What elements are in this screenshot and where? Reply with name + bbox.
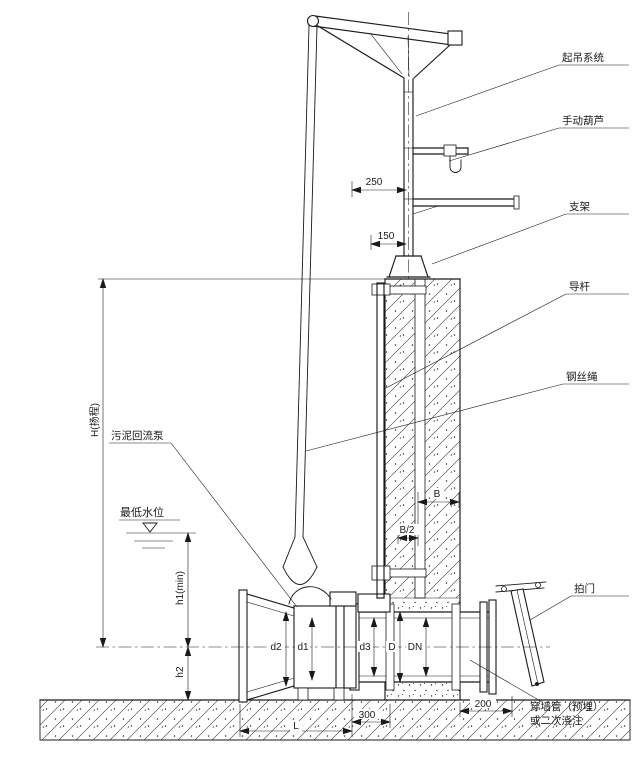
guide-bracket-top <box>371 283 391 296</box>
dim-d3-text: d3 <box>359 642 371 653</box>
dim-D-text: D <box>388 642 395 653</box>
secondary-pour-upper <box>385 598 460 612</box>
dim-d2: d2 <box>268 611 290 687</box>
dim-h2-text: h2 <box>175 666 186 678</box>
support-arm <box>412 195 520 215</box>
davit-pulley <box>306 14 320 28</box>
support-label: 支架 <box>569 201 590 213</box>
concrete-wall <box>384 278 461 701</box>
callout-hoist-system: 起吊系统 <box>415 51 629 117</box>
callout-guide-rod: 导杆 <box>383 280 629 390</box>
hoist-trolley <box>443 144 457 157</box>
pump-lifting-handle <box>288 586 332 605</box>
dim-B-text: B <box>434 489 441 500</box>
pump-foot-left <box>297 687 309 701</box>
dim-200: 200 <box>459 696 513 717</box>
dim-DN: DN <box>406 617 430 677</box>
dimensions: 250 150 B B/2 H(扬程) h1(min) h2 <box>88 177 513 737</box>
dim-150-text: 150 <box>378 231 395 242</box>
pump-foot-right <box>333 687 345 701</box>
support-arm-end-plate <box>513 195 520 210</box>
yoke-bow <box>282 566 318 585</box>
secondary-pour-lower <box>385 682 460 700</box>
dim-200-text: 200 <box>475 699 492 710</box>
dim-h2: h2 <box>175 646 192 701</box>
callout-pump: 污泥回流泵 <box>109 429 298 608</box>
dim-B2: B/2 <box>395 524 419 544</box>
callout-flap-valve: 拍门 <box>529 582 629 621</box>
callouts: 起吊系统 手动葫芦 支架 导杆 钢丝绳 拍门 穿墙管（预埋） 或二次浇注 污泥回… <box>109 51 629 727</box>
centerlines <box>96 12 550 648</box>
dim-L-text: L <box>293 721 299 732</box>
flap-valve-label: 拍门 <box>574 582 595 595</box>
dim-h1: h1(min) <box>175 532 192 648</box>
davit-end-block <box>447 30 463 46</box>
dim-B2-text: B/2 <box>399 525 414 536</box>
dim-d1: d1 <box>295 617 316 681</box>
flap-valve <box>495 581 547 687</box>
dim-L: L <box>239 694 353 737</box>
dim-B: B <box>417 488 460 546</box>
discharge-elbow <box>329 591 357 607</box>
callout-wire-rope: 钢丝绳 <box>305 370 629 452</box>
wire-rope <box>294 25 318 538</box>
wire-rope-label: 钢丝绳 <box>566 370 598 383</box>
dim-D: D <box>386 611 404 683</box>
hoist-hook <box>449 155 462 173</box>
dim-d2-text: d2 <box>270 642 282 653</box>
callout-manual-hoist: 手动葫芦 <box>448 114 629 162</box>
dim-150: 150 <box>370 231 407 250</box>
dim-d3: d3 <box>357 617 378 677</box>
water-level-triangle <box>142 522 158 533</box>
hinge-pin-right <box>535 582 541 588</box>
callout-support: 支架 <box>431 201 629 265</box>
hoist-system-label: 起吊系统 <box>562 51 604 64</box>
wall-pipe-label-line2: 或二次浇注 <box>530 714 583 727</box>
dim-300: 300 <box>351 704 391 728</box>
guide-bracket-mid <box>371 565 391 581</box>
guide-rod-label: 导杆 <box>569 280 590 293</box>
water-level-symbol: 最低水位 <box>119 505 196 549</box>
dim-d1-text: d1 <box>297 642 309 653</box>
dim-250: 250 <box>351 177 407 197</box>
suction-ring <box>238 589 248 703</box>
auto-coupling <box>357 593 391 613</box>
dim-h1-text: h1(min) <box>175 571 186 605</box>
callout-wall-pipe: 穿墙管（预埋） 或二次浇注 <box>469 659 604 727</box>
dim-H-text: H(扬程) <box>88 403 101 437</box>
dim-H: H(扬程) <box>88 278 385 648</box>
min-water-level-label: 最低水位 <box>120 505 164 519</box>
wall-pipe-label-line1: 穿墙管（预埋） <box>530 700 604 713</box>
pump-label: 污泥回流泵 <box>111 429 164 442</box>
manual-hoist-arm <box>412 144 469 173</box>
dim-300-text: 300 <box>359 710 376 721</box>
guide-rod <box>371 282 427 599</box>
dim-250-text: 250 <box>366 177 383 188</box>
anchor-channel <box>414 278 426 599</box>
davit-crane <box>306 14 463 79</box>
dim-DN-text: DN <box>408 642 422 653</box>
hinge-pin-left <box>501 586 507 592</box>
lifting-yoke <box>282 536 332 605</box>
flap-bottom-pivot <box>535 682 539 686</box>
manual-hoist-label: 手动葫芦 <box>562 114 604 127</box>
